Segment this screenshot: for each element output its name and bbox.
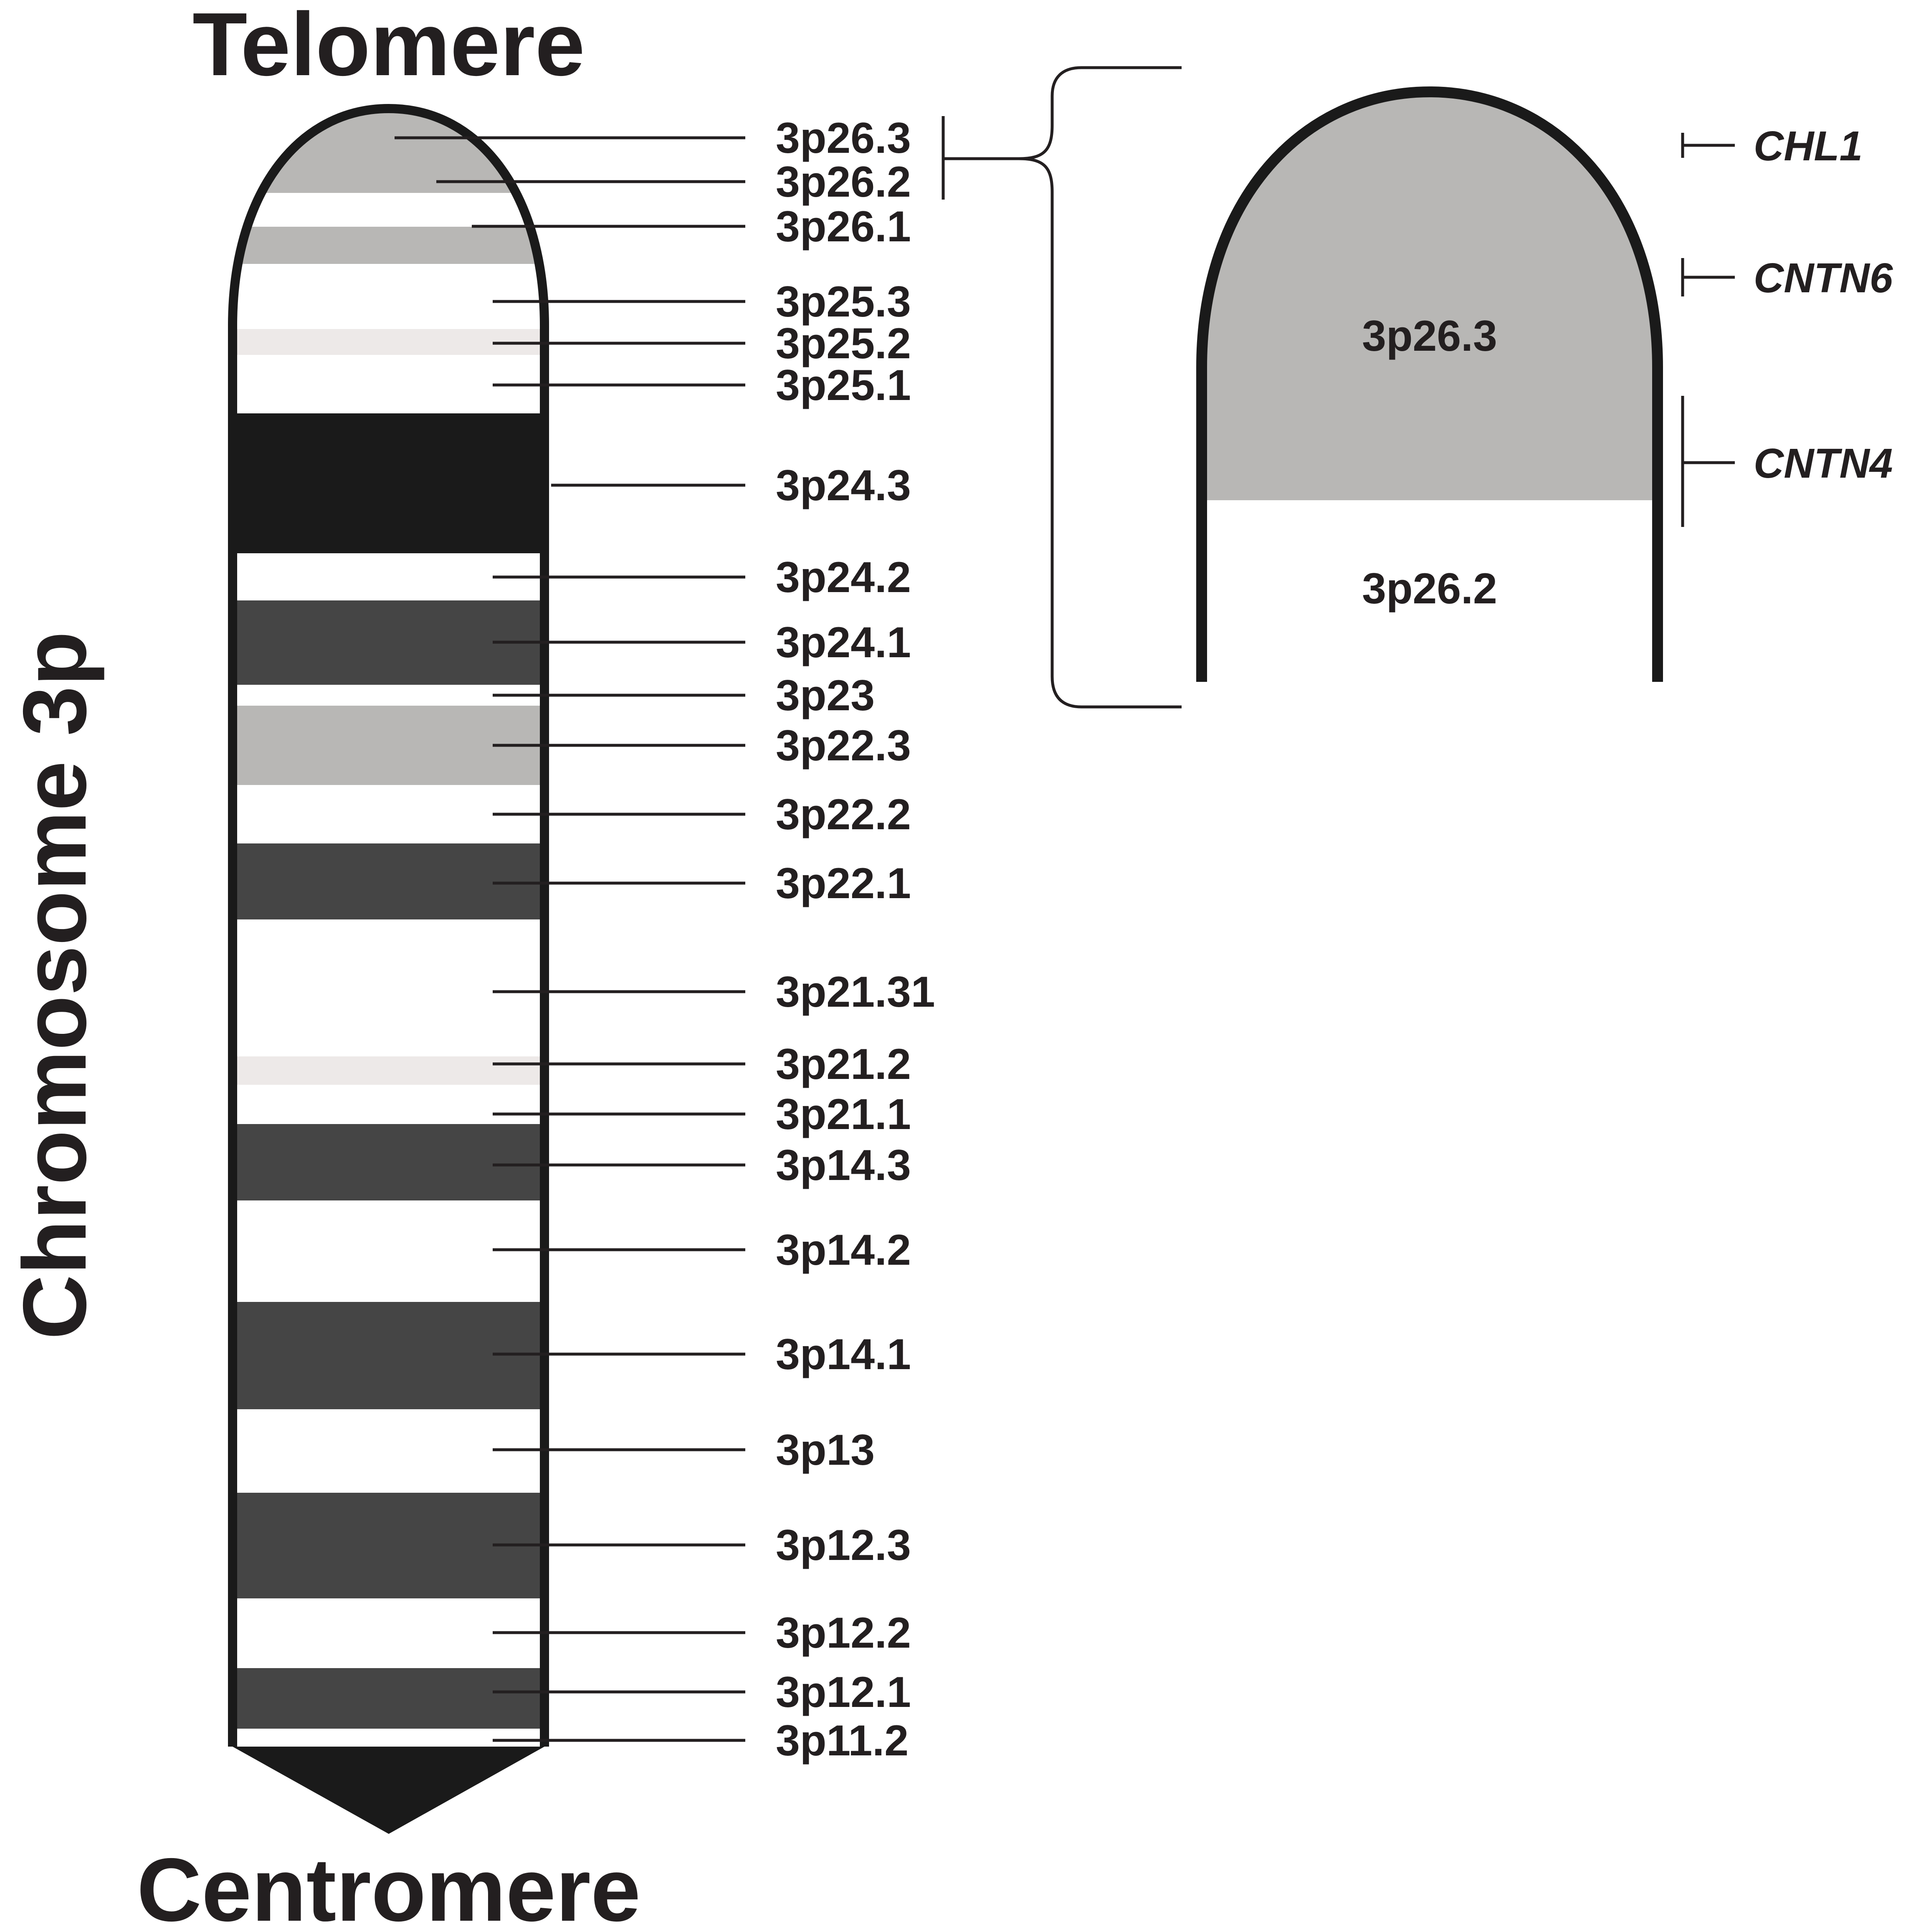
band-3p14-2-fill (233, 1200, 544, 1302)
band-3p25-1-fill (233, 355, 544, 413)
band-3p12-3-fill (233, 1493, 544, 1598)
band-3p26-3-fill (233, 109, 544, 193)
band-3p23-fill (233, 685, 544, 706)
zoom-band-3p26-2-fill (1202, 500, 1658, 680)
band-label: 3p21.1 (776, 1090, 911, 1139)
gene-label-cntn6: CNTN6 (1754, 255, 1893, 301)
band-label: 3p14.3 (776, 1141, 911, 1190)
centromere-title: Centromere (137, 1839, 641, 1932)
band-label: 3p14.2 (776, 1226, 911, 1274)
band-3p14-3-fill (233, 1124, 544, 1200)
band-label: 3p24.3 (776, 461, 911, 510)
band-3p25-3-fill (233, 264, 544, 329)
band-3p26-1-fill (233, 227, 544, 264)
zoom-band-label: 3p26.2 (1362, 565, 1497, 613)
telomere-title: Telomere (192, 0, 585, 94)
band-3p24-3-fill (233, 413, 544, 553)
band-label: 3p12.1 (776, 1668, 911, 1717)
band-3p22-1-fill (233, 843, 544, 919)
band-label: 3p25.2 (776, 319, 911, 368)
zoom-bracket (942, 66, 1182, 709)
band-fills (233, 109, 544, 1747)
chromosome-axis-title: Chromosome 3p (4, 631, 105, 1339)
chromosome-3p-body (228, 104, 549, 1834)
band-3p12-2-fill (233, 1598, 544, 1668)
band-3p22-2-fill (233, 785, 544, 843)
chromosome-outline (228, 104, 549, 1747)
band-3p26-2-fill (233, 193, 544, 227)
band-label: 3p23 (776, 671, 875, 720)
band-3p21-1-fill (233, 1085, 544, 1124)
band-label: 3p26.1 (776, 203, 911, 251)
band-label: 3p14.1 (776, 1330, 911, 1379)
band-label: 3p26.2 (776, 158, 911, 206)
band-label: 3p24.1 (776, 618, 911, 667)
band-label: 3p24.2 (776, 553, 911, 602)
band-3p24-2-fill (233, 553, 544, 600)
band-label: 3p21.31 (776, 968, 935, 1016)
band-label: 3p11.2 (776, 1717, 909, 1765)
band-label: 3p22.3 (776, 722, 911, 770)
band-label: 3p12.3 (776, 1521, 911, 1570)
band-label: 3p22.1 (776, 859, 911, 908)
band-3p24-1-fill (233, 600, 544, 685)
centromere-wedge (233, 1747, 544, 1834)
zoom-panel: 3p26.3 3p26.2 (1196, 86, 1663, 682)
band-label: 3p26.3 (776, 114, 911, 162)
band-label: 3p21.2 (776, 1040, 911, 1089)
band-3p14-1-fill (233, 1302, 544, 1409)
zoom-outline (1196, 86, 1663, 682)
band-3p21-31-fill (233, 919, 544, 1056)
band-3p22-3-fill (233, 706, 544, 785)
zoom-band-3p26-3-fill (1202, 92, 1658, 500)
band-label: 3p12.2 (776, 1609, 911, 1657)
gene-label-cntn4: CNTN4 (1754, 440, 1893, 487)
band-3p12-1-fill (233, 1668, 544, 1729)
band-3p11-2-fill (233, 1729, 544, 1747)
band-label: 3p25.1 (776, 361, 911, 410)
gene-label-chl1: CHL1 (1754, 123, 1863, 170)
band-3p13-fill (233, 1409, 544, 1493)
zoom-band-label: 3p26.3 (1362, 312, 1497, 360)
band-3p21-2-fill (233, 1056, 544, 1085)
band-label: 3p22.2 (776, 790, 911, 839)
gene-markers (1681, 133, 1735, 527)
band-label: 3p25.3 (776, 278, 911, 326)
band-label: 3p13 (776, 1426, 875, 1474)
band-3p25-2-fill (233, 329, 544, 355)
